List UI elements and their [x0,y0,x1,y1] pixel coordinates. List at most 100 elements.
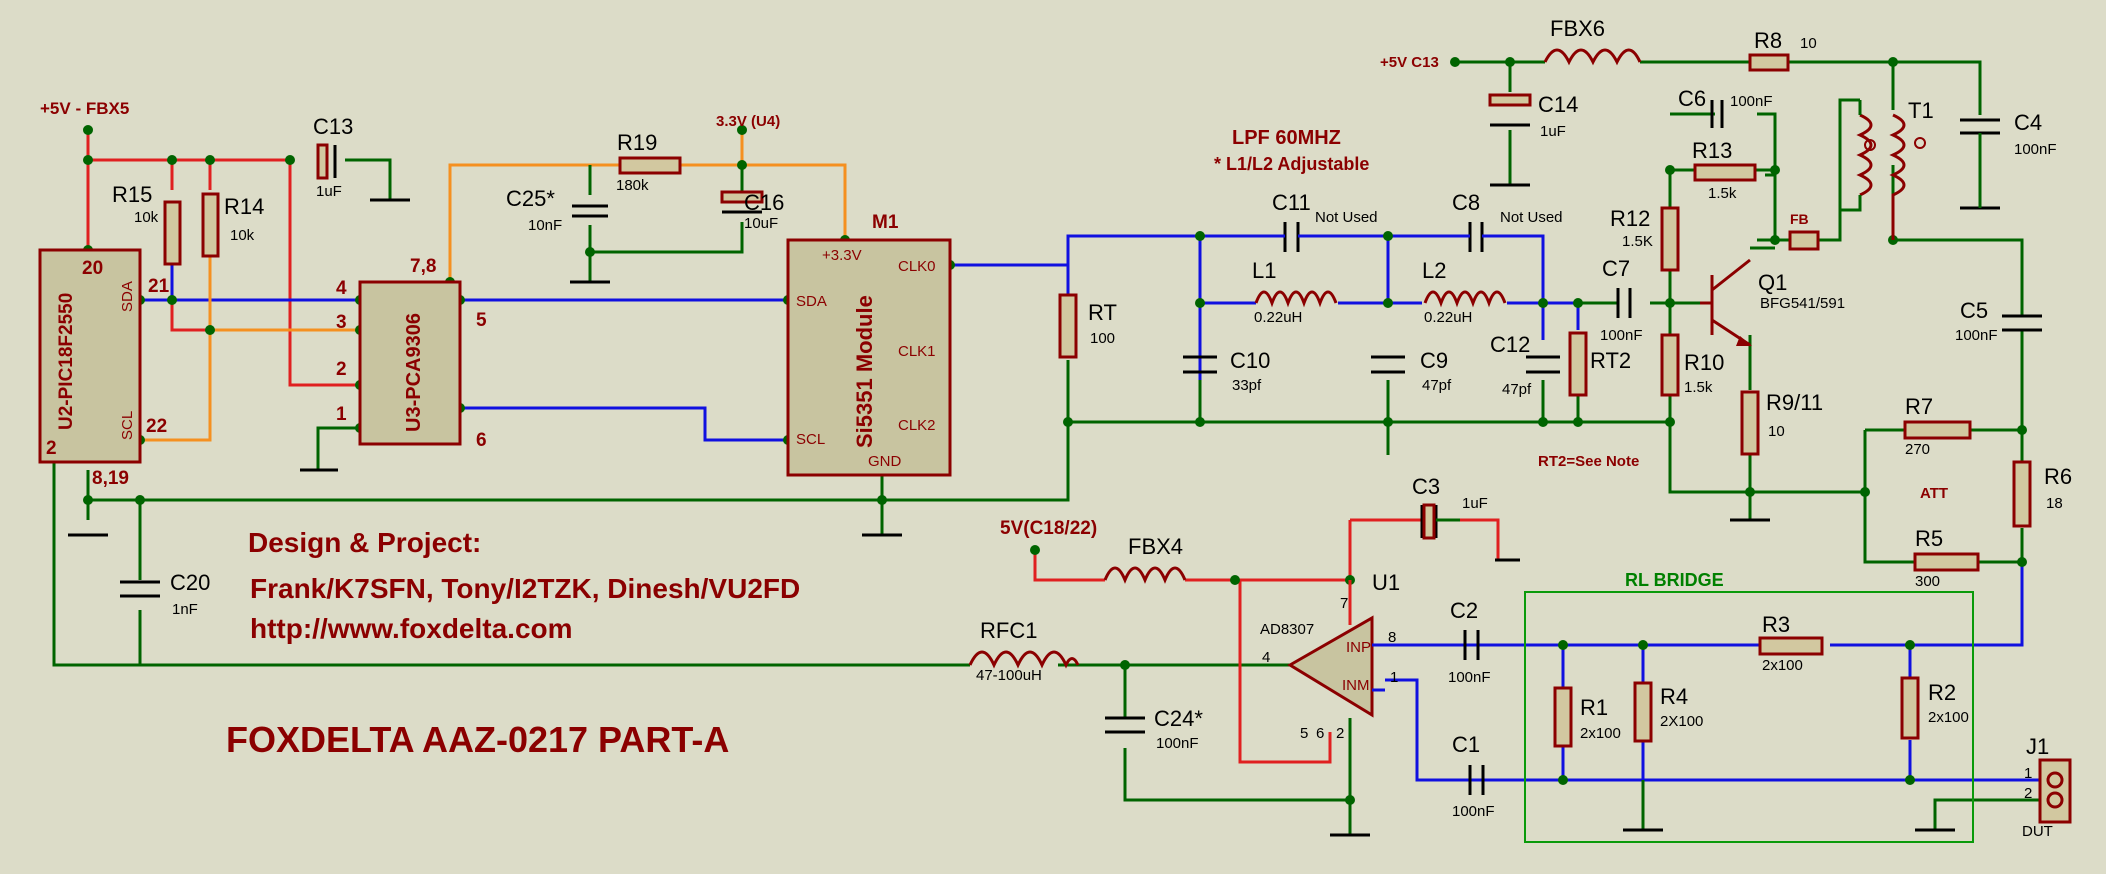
c9-ref: C9 [1420,348,1448,373]
u3-label: U3-PCA9306 [403,313,425,432]
r14-ref: R14 [224,194,264,219]
c13-ref: C13 [313,114,353,139]
r5-ref: R5 [1915,526,1943,551]
c7-val: 100nF [1600,327,1643,344]
u2-pic18f2550: U2-PIC18F2550 SDA SCL 20 21 22 2 8,19 [38,248,170,489]
u3-pin6: 6 [476,430,487,451]
u3-pin4: 4 [336,278,347,299]
c3-ref: C3 [1412,474,1440,499]
c8-val: Not Used [1500,209,1563,226]
c5-ref: C5 [1960,298,1988,323]
u1-pin6: 6 [1316,725,1324,742]
c2-val: 100nF [1448,669,1491,686]
m1-gnd-label: GND [868,453,902,470]
q1-name: BFG541/591 [1760,295,1845,312]
u2-pin819: 8,19 [92,468,129,489]
m1-clk2-label: CLK2 [898,417,936,434]
c10-val: 33pf [1232,377,1262,394]
m1-ref: M1 [872,212,899,233]
u1-pin7: 7 [1340,595,1348,612]
website: http://www.foxdelta.com [250,613,573,644]
r15-val: 10k [134,209,159,226]
u2-pin2: 2 [46,438,57,459]
j1-name: DUT [2022,823,2053,840]
r4-val: 2X100 [1660,713,1703,730]
c25-ref: C25* [506,186,555,211]
u2-pin22: 22 [146,416,167,437]
c24-val: 100nF [1156,735,1199,752]
rt-ref: RT [1088,300,1117,325]
u3-pca9306: U3-PCA9306 7,8 4 3 2 1 5 6 [336,256,487,451]
u3-pin3: 3 [336,312,347,333]
c11-ref: C11 [1272,190,1311,215]
u1-pin4: 4 [1262,649,1270,666]
authors: Frank/K7SFN, Tony/I2TZK, Dinesh/VU2FD [250,573,800,604]
c7-ref: C7 [1602,256,1630,281]
rt2-note: RT2=See Note [1538,453,1639,470]
l1-val: 0.22uH [1254,309,1302,326]
power-fbx5: +5V - FBX5 [40,99,129,118]
c16-val: 10uF [744,215,778,232]
c4-val: 100nF [2014,141,2057,158]
power-u4: 3.3V (U4) [716,113,780,130]
l2-val: 0.22uH [1424,309,1472,326]
wires [52,60,2040,835]
r7-val: 270 [1905,441,1930,458]
detector-section: RFC1 47-100uH FBX4 C3 1uF C24* 100nF U1 … [968,474,1495,820]
att-label: ATT [1920,485,1948,502]
r4-ref: R4 [1660,684,1688,709]
r15-ref: R15 [112,182,152,207]
c1-val: 100nF [1452,803,1495,820]
r7-ref: R7 [1905,394,1933,419]
u1-pin2: 2 [1336,725,1344,742]
u3-pin2: 2 [336,359,347,380]
lpf-title: LPF 60MHZ [1232,127,1341,149]
c25-val: 10nF [528,217,562,234]
u3-pin5: 5 [476,310,487,331]
fbx6-ref: FBX6 [1550,16,1605,41]
j1-ref: J1 [2026,734,2049,759]
c13-val: 1uF [316,183,342,200]
r8-val: 10 [1800,35,1817,52]
r1-val: 2x100 [1580,725,1621,742]
c10-ref: C10 [1230,348,1270,373]
l2-ref: L2 [1422,258,1446,283]
fbx4-ref: FBX4 [1128,534,1183,559]
rfc1-ref: RFC1 [980,618,1037,643]
fb-ref: FB [1790,211,1809,227]
u1-pin5: 5 [1300,725,1308,742]
r6-val: 18 [2046,495,2063,512]
r3-val: 2x100 [1762,657,1803,674]
r10-val: 1.5k [1684,379,1713,396]
r911-ref: R9/11 [1766,390,1823,415]
c4-ref: C4 [2014,110,2042,135]
r14-val: 10k [230,227,255,244]
c9-val: 47pf [1422,377,1452,394]
power-c18-22: 5V(C18/22) [1000,518,1097,539]
rl-bridge: RL BRIDGE R3 2x100 R1 2x100 R4 2X100 R2 … [1524,570,1974,843]
j1-pin2: 2 [2024,785,2032,802]
c14-val: 1uF [1540,123,1566,140]
power-c13: +5V C13 [1380,54,1439,71]
r8-ref: R8 [1754,28,1782,53]
u2-pin21: 21 [148,276,170,297]
c3-val: 1uF [1462,495,1488,512]
r2-val: 2x100 [1928,709,1969,726]
board-title: FOXDELTA AAZ-0217 PART-A [226,719,729,760]
u1-pin8: 8 [1388,629,1396,646]
r10-ref: R10 [1684,350,1724,375]
t1-ref: T1 [1908,98,1934,123]
r1-ref: R1 [1580,695,1608,720]
c6-ref: C6 [1678,86,1706,111]
u3-pin1: 1 [336,404,347,425]
m1-clk1-label: CLK1 [898,343,936,360]
power-labels: +5V - FBX5 3.3V (U4) +5V C13 5V(C18/22) [40,54,1439,539]
m1-clk0-label: CLK0 [898,258,936,275]
u2-label: U2-PIC18F2550 [56,293,77,430]
m1-sda-label: SDA [796,293,827,310]
design-heading: Design & Project: [248,527,481,558]
r6-ref: R6 [2044,464,2072,489]
u1-ref: U1 [1372,570,1400,595]
m1-33v-label: +3.3V [822,247,862,264]
